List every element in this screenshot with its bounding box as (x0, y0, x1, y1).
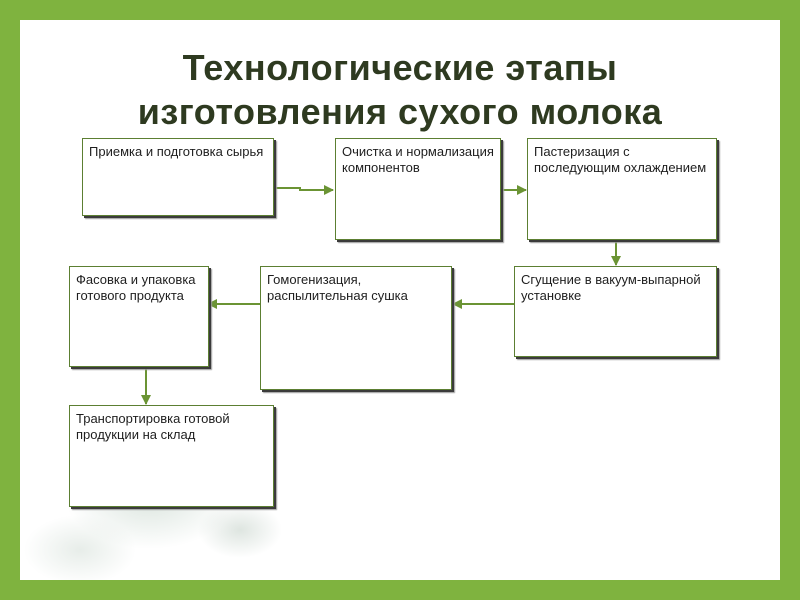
flow-arrows (141, 185, 621, 405)
slide: Технологические этапы изготовления сухог… (20, 20, 780, 580)
step-homogenization-label: Гомогенизация, распылительная сушка (267, 272, 408, 303)
step-homogenization: Гомогенизация, распылительная сушка (260, 266, 452, 390)
step-cleaning-label: Очистка и нормализация компонентов (342, 144, 494, 175)
title-line-1: Технологические этапы (182, 47, 618, 88)
step-packaging-label: Фасовка и упаковка готового продукта (76, 272, 196, 303)
step-intake-label: Приемка и подготовка сырья (89, 144, 264, 159)
step-intake: Приемка и подготовка сырья (82, 138, 274, 216)
step-transport-label: Транспортировка готовой продукции на скл… (76, 411, 230, 442)
step-transport: Транспортировка готовой продукции на скл… (69, 405, 274, 507)
step-pasteurization: Пастеризация с последующим охлаждением (527, 138, 717, 240)
step-pasteurization-label: Пастеризация с последующим охлаждением (534, 144, 707, 175)
step-packaging: Фасовка и упаковка готового продукта (69, 266, 209, 367)
step-condensing: Сгущение в вакуум-выпарной установке (514, 266, 717, 357)
step-cleaning: Очистка и нормализация компонентов (335, 138, 501, 240)
arrow-intake-to-cleaning (275, 185, 334, 195)
page-title: Технологические этапы изготовления сухог… (20, 46, 780, 134)
step-condensing-label: Сгущение в вакуум-выпарной установке (521, 272, 701, 303)
title-line-2: изготовления сухого молока (137, 91, 663, 132)
